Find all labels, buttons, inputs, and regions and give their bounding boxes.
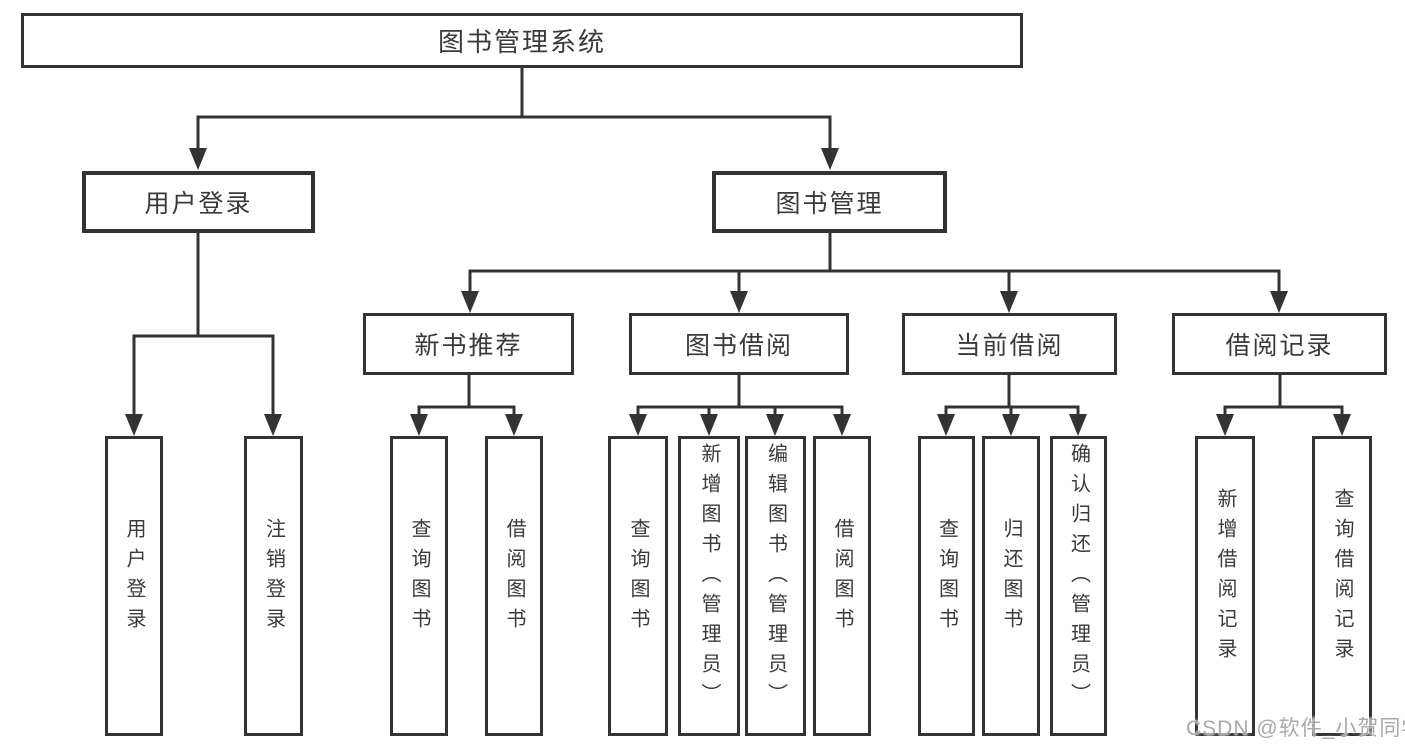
connector-root-to-level2 (196, 68, 832, 162)
node-new-book-recommend: 新书推荐 (363, 313, 574, 375)
node-label: 借阅记录 (1225, 332, 1334, 360)
node-label: 用户登录 (123, 518, 145, 638)
leaf-query-borrow-record: 查询借阅记录 (1312, 436, 1372, 736)
leaf-current-query-books: 查询图书 (918, 436, 975, 736)
arrowhead (189, 148, 207, 170)
arrowhead (410, 414, 428, 436)
leaf-borrow-query-books: 查询图书 (608, 436, 668, 736)
node-book-management: 图书管理 (712, 171, 947, 233)
node-label: 查询借阅记录 (1331, 488, 1353, 668)
arrowhead (1000, 291, 1018, 313)
arrowhead (1270, 291, 1288, 313)
connector-book-borrow-to-children (636, 375, 844, 428)
node-label: 当前借阅 (955, 332, 1064, 360)
node-label: 确认归还（管理员） (1067, 443, 1090, 713)
node-label: 注销登录 (262, 518, 285, 638)
node-label: 新增借阅记录 (1214, 488, 1236, 668)
node-label: 图书管理 (775, 190, 884, 218)
arrowhead (1333, 414, 1351, 436)
connector-borrow-records-to-children (1223, 375, 1344, 428)
arrowhead (125, 414, 143, 436)
arrowhead (264, 414, 282, 436)
leaf-recommend-borrow-books: 借阅图书 (485, 436, 543, 736)
node-label: 图书管理系统 (437, 27, 606, 57)
node-label: 查询图书 (627, 518, 649, 638)
watermark: CSDN @软件_小贺同学 (1186, 717, 1405, 740)
leaf-recommend-query-books: 查询图书 (390, 436, 448, 736)
arrowhead (1069, 414, 1087, 436)
node-label: 借阅图书 (831, 518, 853, 638)
node-library-management-system: 图书管理系统 (21, 13, 1023, 68)
node-label: 借阅图书 (503, 518, 525, 638)
leaf-add-books-admin: 新增图书（管理员） (678, 436, 740, 736)
arrowhead (766, 414, 784, 436)
connector-new-book-recommend-to-children (417, 375, 516, 428)
arrowhead (1002, 414, 1020, 436)
node-label: 归还图书 (1000, 518, 1022, 638)
node-label: 查询图书 (935, 518, 958, 638)
leaf-logout: 注销登录 (244, 436, 303, 736)
leaf-add-borrow-record: 新增借阅记录 (1195, 436, 1255, 736)
node-user-login: 用户登录 (82, 171, 315, 233)
node-book-borrow: 图书借阅 (629, 313, 849, 375)
leaf-borrow-books: 借阅图书 (813, 436, 871, 736)
node-label: 图书借阅 (684, 332, 793, 360)
connector-book-management-to-level3 (468, 233, 1281, 305)
arrowhead (833, 414, 851, 436)
node-current-borrow: 当前借阅 (902, 313, 1117, 375)
leaf-user-login: 用户登录 (105, 436, 163, 736)
arrowhead (730, 291, 748, 313)
node-borrow-records: 借阅记录 (1172, 313, 1387, 375)
leaf-return-books: 归还图书 (982, 436, 1040, 736)
arrowheads (125, 148, 1351, 436)
arrowhead (700, 414, 718, 436)
node-label: 编辑图书（管理员） (764, 443, 787, 713)
arrowhead (505, 414, 523, 436)
arrowhead (821, 148, 839, 170)
arrowhead (629, 414, 647, 436)
node-label: 新书推荐 (414, 332, 523, 360)
connector-user-login-to-children (132, 233, 275, 428)
node-label: 用户登录 (144, 190, 253, 218)
arrowhead (1216, 414, 1234, 436)
node-label: 查询图书 (408, 518, 430, 638)
arrowhead (461, 291, 479, 313)
leaf-edit-books-admin: 编辑图书（管理员） (745, 436, 806, 736)
node-label: 新增图书（管理员） (698, 443, 720, 713)
arrowhead (937, 414, 955, 436)
leaf-confirm-return-admin: 确认归还（管理员） (1050, 436, 1107, 736)
